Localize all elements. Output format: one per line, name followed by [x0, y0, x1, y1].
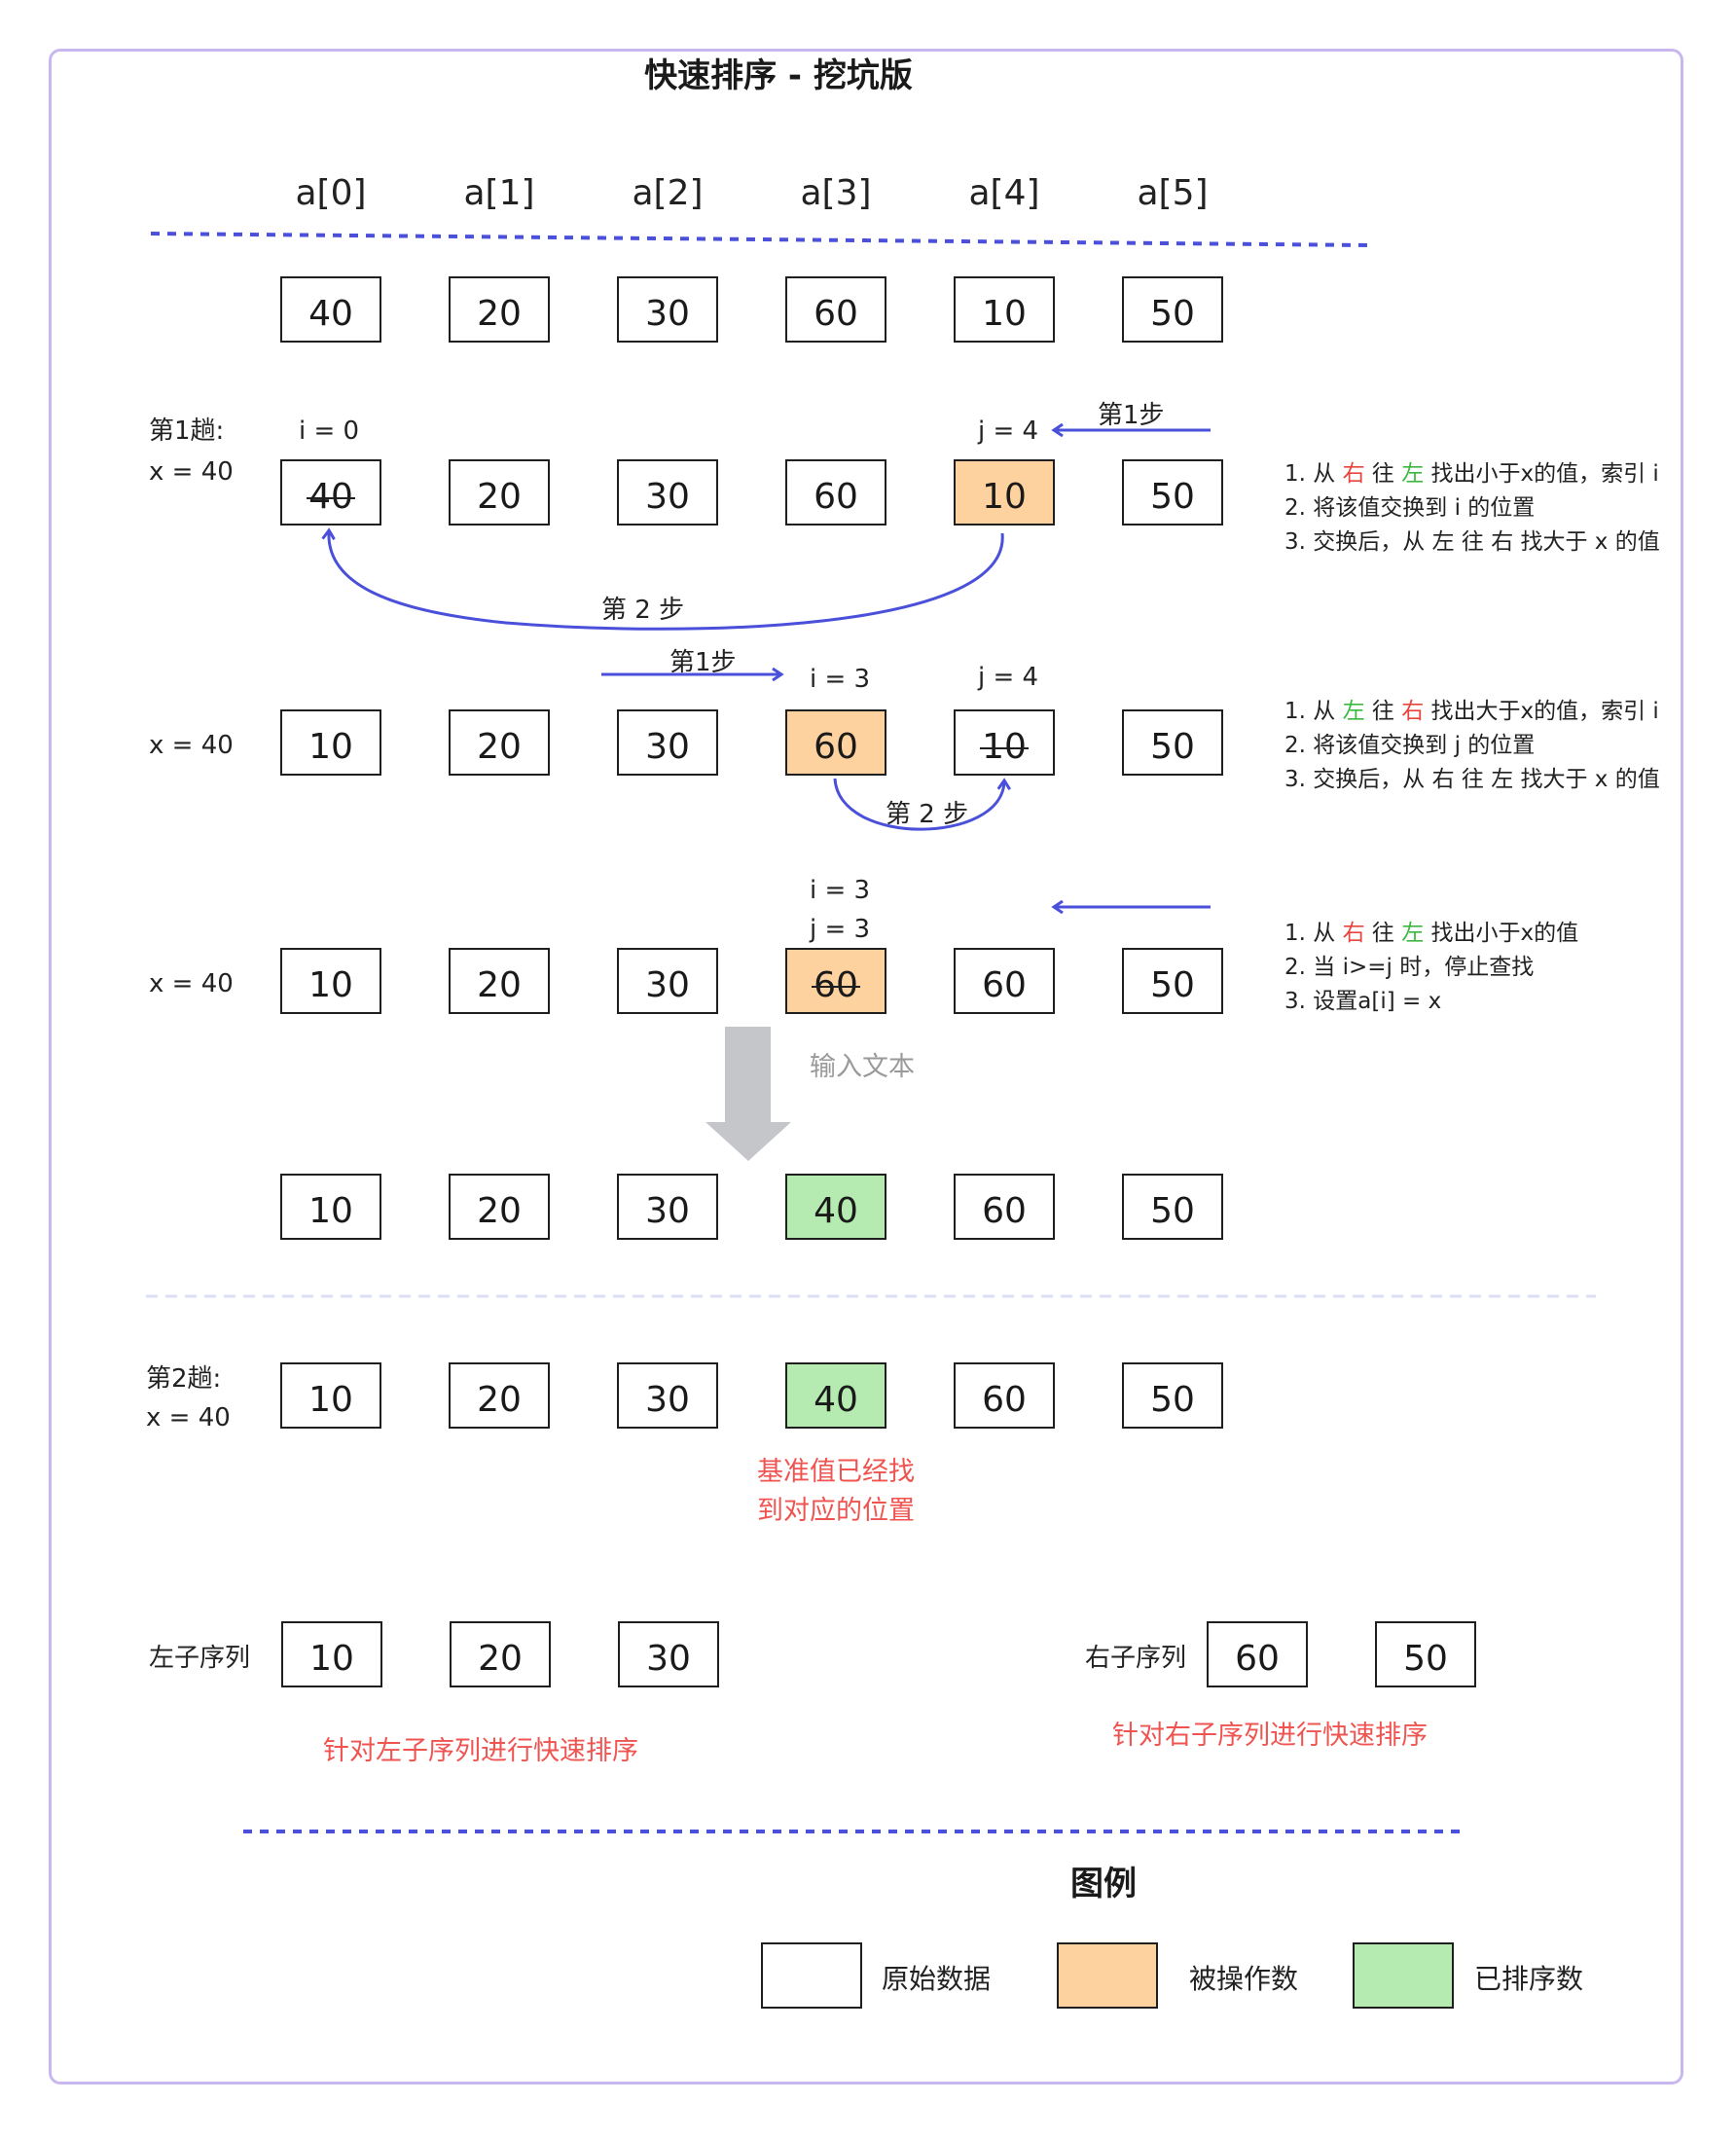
result-cell-1: 20	[449, 1174, 550, 1240]
pass1b-cell-1: 20	[449, 709, 550, 776]
col-header-3: a[3]	[800, 173, 872, 213]
pass1b-cell-0: 10	[280, 709, 381, 776]
right-sub-cell-1: 50	[1375, 1621, 1476, 1687]
pass1c-j-label: j = 3	[810, 915, 871, 944]
col-header-0: a[0]	[295, 173, 367, 213]
pass1b-j-label: j = 4	[978, 663, 1039, 692]
pass1c-i-label: i = 3	[810, 876, 871, 905]
pass1-j-label: j = 4	[978, 417, 1039, 446]
col-header-5: a[5]	[1137, 173, 1209, 213]
pass1-step1-label: 第1步	[1098, 401, 1165, 430]
left-sub-note: 针对左子序列进行快速排序	[323, 1736, 638, 1766]
pass1-x-label: x = 40	[149, 457, 234, 487]
pass1c-cell-5: 50	[1122, 948, 1223, 1014]
pass1-cell-5: 50	[1122, 459, 1223, 526]
pass1b-x-label: x = 40	[149, 731, 234, 760]
pass2-x-label: x = 40	[146, 1403, 231, 1432]
pass1c-cell-0: 10	[280, 948, 381, 1014]
legend-title: 图例	[1070, 1865, 1137, 1903]
legend-original-label: 原始数据	[882, 1963, 992, 1995]
legend-sorted-swatch	[1353, 1942, 1454, 2009]
initial-cell-0: 40	[280, 276, 381, 343]
initial-cell-3: 60	[785, 276, 886, 343]
pass1c-cell-3: 60	[785, 948, 886, 1014]
pass1-cell-4: 10	[954, 459, 1055, 526]
initial-cell-2: 30	[617, 276, 718, 343]
pass2-cell-0: 10	[280, 1362, 381, 1429]
pass1-label: 第1趟:	[149, 417, 225, 446]
legend-operated-swatch	[1057, 1942, 1158, 2009]
pass2-label: 第2趟:	[146, 1364, 222, 1394]
pass1c-note-3: 3. 设置a[i] = x	[1284, 989, 1442, 1014]
pass1b-cell-2: 30	[617, 709, 718, 776]
pass2-cell-3: 40	[785, 1362, 886, 1429]
pass1b-cell-5: 50	[1122, 709, 1223, 776]
legend-operated-label: 被操作数	[1189, 1963, 1299, 1995]
pass1-step2-arrow	[329, 531, 1004, 631]
pass1-cell-3: 60	[785, 459, 886, 526]
result-cell-3: 40	[785, 1174, 886, 1240]
pass1-cell-0: 40	[280, 459, 381, 526]
col-header-1: a[1]	[463, 173, 535, 213]
pivot-note-1: 基准值已经找	[757, 1457, 915, 1487]
left-sub-cell-2: 30	[618, 1621, 719, 1687]
pass1b-note-3: 3. 交换后，从 右 往 左 找大于 x 的值	[1284, 767, 1660, 792]
left-sub-cell-0: 10	[281, 1621, 382, 1687]
pass1-cell-1: 20	[449, 459, 550, 526]
initial-cell-4: 10	[954, 276, 1055, 343]
col-header-4: a[4]	[968, 173, 1040, 213]
pass1-i-label: i = 0	[299, 417, 360, 446]
pass1-cell-2: 30	[617, 459, 718, 526]
pass1b-cell-4: 10	[954, 709, 1055, 776]
pass2-cell-5: 50	[1122, 1362, 1223, 1429]
pass1b-note-1: 1. 从 左 往 右 找出大于x的值，索引 i	[1284, 699, 1659, 724]
left-sub-label: 左子序列	[149, 1644, 251, 1673]
right-sub-cell-0: 60	[1207, 1621, 1308, 1687]
pivot-note-2: 到对应的位置	[757, 1496, 915, 1526]
pass1b-step1-label: 第1步	[669, 648, 737, 677]
result-cell-0: 10	[280, 1174, 381, 1240]
initial-cell-5: 50	[1122, 276, 1223, 343]
pass2-cell-1: 20	[449, 1362, 550, 1429]
pass1-note-1: 1. 从 右 往 左 找出小于x的值，索引 i	[1284, 461, 1659, 487]
right-sub-label: 右子序列	[1085, 1644, 1187, 1673]
pass2-cell-4: 60	[954, 1362, 1055, 1429]
header-divider	[150, 232, 1368, 247]
pass1c-x-label: x = 40	[149, 969, 234, 998]
pass1c-cell-2: 30	[617, 948, 718, 1014]
pass1c-note-2: 2. 当 i>=j 时，停止查找	[1284, 955, 1535, 980]
legend-sorted-label: 已排序数	[1474, 1963, 1584, 1995]
result-cell-4: 60	[954, 1174, 1055, 1240]
page-title: 快速排序 - 挖坑版	[644, 56, 913, 95]
placeholder-text: 输入文本	[810, 1052, 915, 1082]
right-sub-note: 针对右子序列进行快速排序	[1112, 1721, 1428, 1751]
pass1b-cell-3: 60	[785, 709, 886, 776]
down-arrow-icon	[705, 1027, 791, 1161]
initial-cell-1: 20	[449, 276, 550, 343]
pass1b-step2-arrow	[833, 779, 1004, 831]
pass1c-cell-4: 60	[954, 948, 1055, 1014]
result-cell-2: 30	[617, 1174, 718, 1240]
result-cell-5: 50	[1122, 1174, 1223, 1240]
left-sub-cell-1: 20	[450, 1621, 551, 1687]
pass1-step2-label: 第 2 步	[601, 596, 685, 625]
col-header-2: a[2]	[632, 173, 704, 213]
pass1c-cell-1: 20	[449, 948, 550, 1014]
pass1c-note-1: 1. 从 右 往 左 找出小于x的值	[1284, 921, 1579, 946]
pass1b-note-2: 2. 将该值交换到 j 的位置	[1284, 733, 1536, 758]
pass1b-i-label: i = 3	[810, 665, 871, 694]
legend-original-swatch	[761, 1942, 862, 2009]
pass1-note-2: 2. 将该值交换到 i 的位置	[1284, 495, 1536, 521]
pass2-cell-2: 30	[617, 1362, 718, 1429]
diagram-frame	[49, 49, 1683, 2085]
pass1-note-3: 3. 交换后，从 左 往 右 找大于 x 的值	[1284, 529, 1660, 555]
